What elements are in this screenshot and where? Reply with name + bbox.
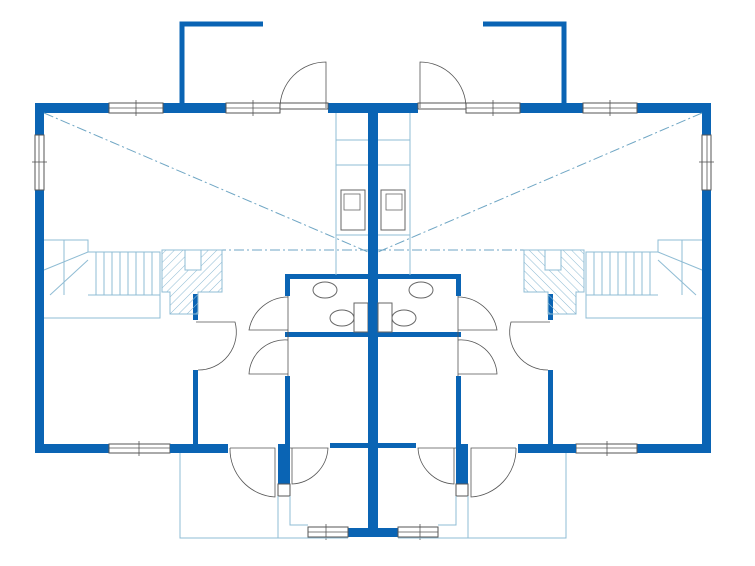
left-unit <box>32 24 378 540</box>
right-unit <box>368 24 714 540</box>
